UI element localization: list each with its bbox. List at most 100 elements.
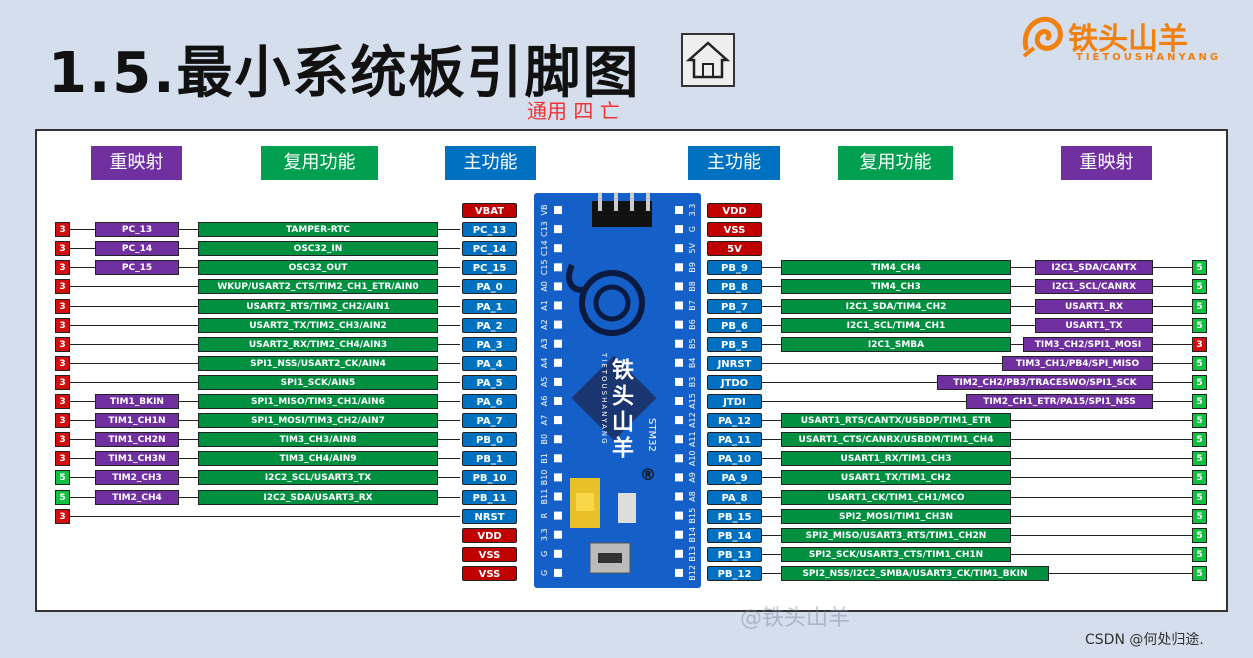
header-pin-pad [675,358,683,367]
remap-label: TIM2_CH3 [95,470,179,485]
pin-label: PA_1 [462,299,517,314]
tolerance-badge: 3 [55,337,70,352]
pin-label: JTDO [707,375,762,390]
header-pin-pad [554,377,562,386]
header-pin-pad [554,435,562,444]
silkscreen-label: B14 [688,527,697,543]
silkscreen-label: B4 [688,358,697,369]
alt-function-label: USART2_TX/TIM2_CH3/AIN2 [198,318,438,333]
handwritten-annotation: 通用 四 亡 [527,99,620,123]
header-main-right: 主功能 [688,146,780,180]
header-pin-pad [675,377,683,386]
silkscreen-label: C15 [540,259,549,275]
tolerance-badge: 3 [55,318,70,333]
silkscreen-label: A15 [688,393,697,409]
alt-function-label: TIM4_CH3 [781,279,1011,294]
silkscreen-label: A3 [540,338,549,349]
alt-function-label: USART2_RTS/TIM2_CH2/AIN1 [198,299,438,314]
pin-label: PB_14 [707,528,762,543]
alt-function-label: I2C2_SDA/USART3_RX [198,490,438,505]
pin-label: PA_4 [462,356,517,371]
header-pin-pad [675,225,683,234]
pin-label: PA_2 [462,318,517,333]
tolerance-badge: 5 [1192,318,1207,333]
alt-function-label: USART1_CK/TIM1_CH1/MCO [781,490,1011,505]
pin-label: PC_14 [462,241,517,256]
silkscreen-label: A5 [540,377,549,388]
remap-label: TIM2_CH2/PB3/TRACESWO/SPI1_SCK [937,375,1153,390]
header-pin-pad [675,206,683,214]
tolerance-badge: 5 [1192,394,1207,409]
header-pin-pad [675,301,683,310]
logo-text: 铁头山羊 [1068,22,1188,57]
pin-label: VDD [707,203,762,218]
header-pin-pad [675,282,683,291]
silkscreen-label: C13 [540,221,549,237]
header-pin-pad [675,397,683,405]
silkscreen-label: B10 [540,470,549,486]
tolerance-badge: 5 [1192,509,1207,524]
header-pin-pad [554,511,562,520]
remap-label: TIM2_CH4 [95,490,179,505]
pin-label: PA_7 [462,413,517,428]
board-brand: 铁头山羊 [608,358,633,462]
silkscreen-label: G [540,551,549,557]
alt-function-label: I2C1_SDA/TIM4_CH2 [781,299,1011,314]
header-pin-pad [675,416,683,425]
pin-label: PB_13 [707,547,762,562]
header-pin-pad [554,397,562,405]
board-brand-sub: TIETOUSHANYANG [600,353,608,446]
header-pin-pad [675,263,683,272]
header-remap-left: 重映射 [91,146,182,180]
alt-function-label: SPI1_MOSI/TIM3_CH2/AIN7 [198,413,438,428]
tolerance-badge: 5 [55,470,70,485]
tolerance-badge: 5 [1192,375,1207,390]
silkscreen-label: A4 [540,358,549,369]
pin-label: PA_0 [462,279,517,294]
pin-label: VSS [707,222,762,237]
remap-label: TIM1_BKIN [95,394,179,409]
silkscreen-label: 5V [688,242,697,253]
tolerance-badge: 5 [1192,260,1207,275]
alt-function-label: I2C1_SMBA [781,337,1011,352]
connector-line [70,516,460,517]
silkscreen-label: 3.3 [688,204,697,217]
tolerance-badge: 3 [55,222,70,237]
silkscreen-label: B1 [540,453,549,464]
tolerance-badge: 3 [55,451,70,466]
alt-function-label: OSC32_OUT [198,260,438,275]
alt-function-label: TIM3_CH4/AIN9 [198,451,438,466]
alt-function-label: USART1_RX/TIM1_CH3 [781,451,1011,466]
header-pin-pad [675,435,683,444]
silkscreen-label: A2 [540,319,549,330]
pin-label: PA_9 [707,470,762,485]
silkscreen-label: A7 [540,415,549,426]
home-button[interactable] [681,33,735,87]
tolerance-badge: 3 [55,279,70,294]
header-pin-pad [675,530,683,539]
pin-label: PB_10 [462,470,517,485]
header-main-left: 主功能 [445,146,536,180]
alt-function-label: SPI2_MOSI/TIM1_CH3N [781,509,1011,524]
silkscreen-label: A6 [540,396,549,407]
remap-label: TIM1_CH2N [95,432,179,447]
alt-function-label: I2C2_SCL/USART3_TX [198,470,438,485]
silkscreen-label: B12 [688,565,697,581]
silkscreen-label: B9 [688,262,697,273]
pin-label: PB_5 [707,337,762,352]
silkscreen-label: A12 [688,412,697,428]
tolerance-badge: 5 [1192,432,1207,447]
alt-function-label: SPI1_MISO/TIM3_CH1/AIN6 [198,394,438,409]
header-pin-pad [554,454,562,463]
tolerance-badge: 3 [55,413,70,428]
pin-label: PB_9 [707,260,762,275]
header-pin-pad [554,301,562,310]
tolerance-badge: 5 [1192,528,1207,543]
alt-function-label: SPI2_SCK/USART3_CTS/TIM1_CH1N [781,547,1011,562]
pin-label: PB_11 [462,490,517,505]
tolerance-badge: 3 [55,299,70,314]
remap-label: TIM1_CH1N [95,413,179,428]
pin-label: PA_6 [462,394,517,409]
